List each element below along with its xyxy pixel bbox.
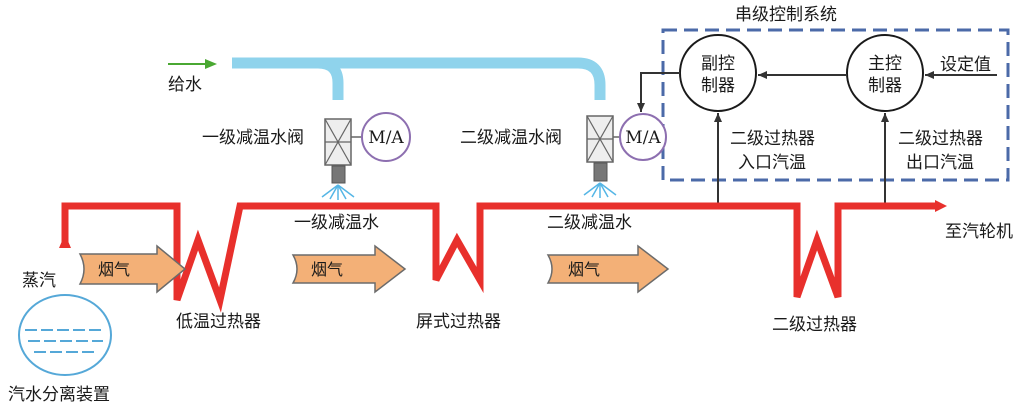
low-temp-superheater-label: 低温过热器 bbox=[176, 312, 261, 332]
setpoint-label: 设定值 bbox=[940, 55, 991, 75]
steam-inlet-arrow bbox=[59, 234, 71, 248]
secondary-superheater-label: 二级过热器 bbox=[772, 315, 857, 335]
inlet-temp-label-2: 入口汽温 bbox=[738, 153, 806, 173]
steam-pipe bbox=[61, 202, 935, 313]
ma-station-1 bbox=[361, 112, 411, 162]
inlet-temp-label-1: 二级过热器 bbox=[730, 129, 815, 149]
ma-station-2 bbox=[619, 113, 667, 161]
to-turbine-label: 至汽轮机 bbox=[945, 222, 1013, 242]
feedwater-pipe bbox=[232, 57, 606, 100]
sub-controller-label-2: 制器 bbox=[701, 76, 735, 96]
steam-label: 蒸汽 bbox=[22, 271, 56, 291]
cascade-title: 串级控制系统 bbox=[735, 5, 837, 25]
ma-label-1: M/A bbox=[368, 128, 404, 148]
outlet-temp-label-2: 出口汽温 bbox=[906, 153, 974, 173]
valve-1-label: 一级减温水阀 bbox=[202, 128, 304, 148]
smoke-label-1: 烟气 bbox=[98, 260, 130, 279]
main-controller-label-1: 主控 bbox=[868, 54, 902, 74]
platen-superheater-label: 屏式过热器 bbox=[416, 312, 501, 332]
sub-to-valve-arrow bbox=[637, 72, 680, 112]
main-controller-label-2: 制器 bbox=[868, 76, 902, 96]
feedwater-label: 给水 bbox=[168, 75, 202, 95]
smoke-arrow-1: 烟气 bbox=[78, 244, 187, 294]
ma-label-2: M/A bbox=[625, 128, 661, 148]
outlet-temp-label-1: 二级过热器 bbox=[898, 129, 983, 149]
smoke-label-3: 烟气 bbox=[568, 260, 600, 279]
smoke-arrow-2: 烟气 bbox=[291, 244, 407, 294]
valve-1 bbox=[324, 118, 352, 184]
smoke-label-2: 烟气 bbox=[311, 260, 343, 279]
valve-2-label: 二级减温水阀 bbox=[460, 128, 562, 148]
sub-controller-label-1: 副控 bbox=[701, 54, 735, 74]
spray-nozzle-1 bbox=[321, 184, 355, 200]
spray-1-label: 一级减温水 bbox=[294, 213, 379, 233]
spray-nozzle-2 bbox=[583, 182, 617, 198]
to-turbine-arrow bbox=[935, 200, 947, 212]
main-controller bbox=[846, 34, 924, 112]
smoke-arrow-3: 烟气 bbox=[546, 244, 670, 294]
separator-label: 汽水分离装置 bbox=[8, 385, 110, 405]
cascade-control-box bbox=[661, 28, 1010, 182]
steam-water-separator bbox=[18, 294, 112, 376]
valve-2 bbox=[586, 115, 614, 182]
feedwater-arrow bbox=[168, 59, 217, 69]
spray-2-label: 二级减温水 bbox=[547, 213, 632, 233]
